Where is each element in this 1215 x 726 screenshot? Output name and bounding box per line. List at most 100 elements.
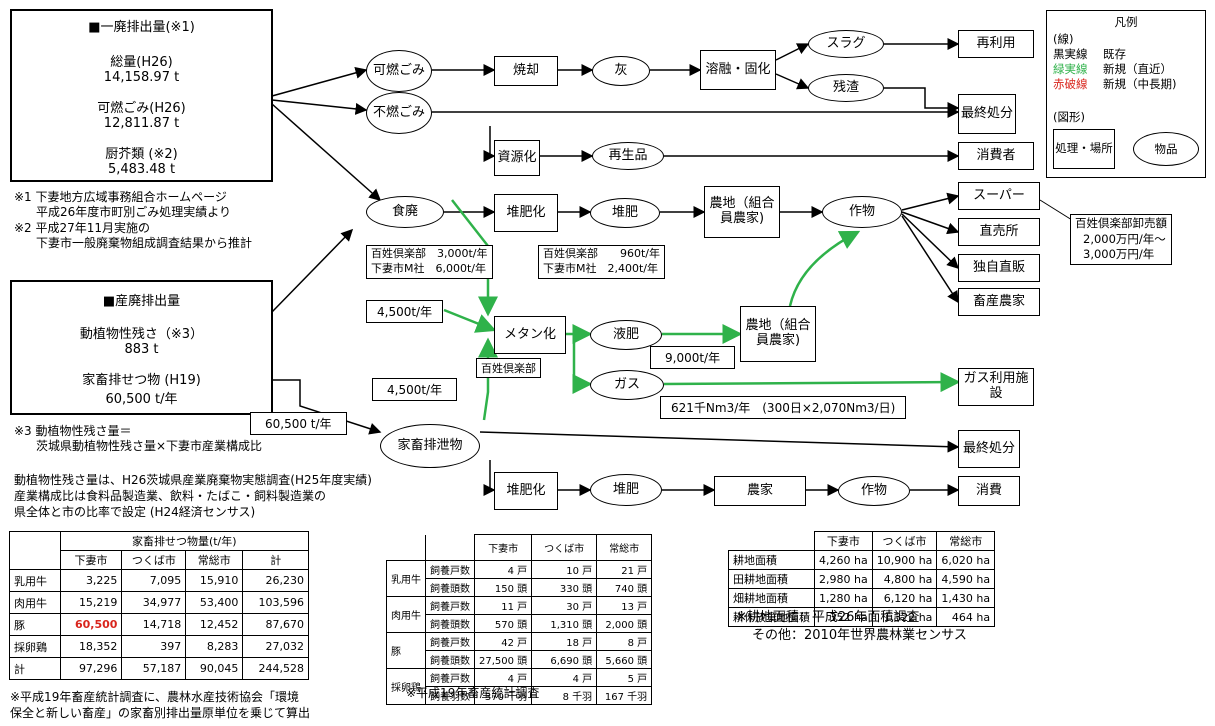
cell: 11 戸 bbox=[473, 596, 533, 615]
kitchen-waste-value: 5,483.48 t bbox=[107, 162, 176, 177]
combustible-value: 12,811.87 t bbox=[103, 116, 180, 131]
flow-9000: 9,000t/年 bbox=[650, 346, 736, 369]
node-crops-1: 作物 bbox=[822, 196, 902, 228]
livestock-col: 常総市 bbox=[596, 534, 653, 561]
node-ash: 灰 bbox=[592, 56, 650, 86]
plant-residue-value: 883 t bbox=[124, 342, 159, 357]
compost-a: 百姓倶楽部 960t/年 bbox=[543, 247, 661, 260]
sales-note: 百姓倶楽部卸売額 2,000万円/年～ 3,000万円/年 bbox=[1070, 214, 1172, 265]
node-combustible: 可燃ごみ bbox=[366, 50, 432, 92]
legend-red-key: 赤破線 bbox=[1053, 77, 1088, 91]
livestock-col: 下妻市 bbox=[473, 534, 533, 561]
manure-col: つくば市 bbox=[121, 550, 187, 570]
node-supermarket: スーパー bbox=[958, 182, 1040, 210]
cell: 330 頭 bbox=[531, 578, 598, 597]
cell: 8 千羽 bbox=[531, 686, 598, 705]
food-waste-b: 下妻市M社 6,000t/年 bbox=[371, 261, 487, 275]
item: 飼養羽数 bbox=[425, 686, 475, 705]
cell: 1,310 頭 bbox=[531, 614, 598, 633]
item: 飼養頭数 bbox=[425, 614, 475, 633]
highlight-cell: 60,500 bbox=[59, 613, 123, 636]
manure-label: 家畜排せつ物 (H19) bbox=[82, 373, 201, 388]
node-residue: 残渣 bbox=[808, 74, 884, 102]
cell: 12,452 bbox=[185, 613, 244, 636]
livestock-col: つくば市 bbox=[531, 534, 598, 561]
cell: 26,230 bbox=[242, 569, 309, 592]
item: 飼養戸数 bbox=[425, 668, 475, 687]
cell: 27,032 bbox=[242, 635, 309, 658]
flow-60500: 60,500 t/年 bbox=[250, 412, 347, 435]
note-t3b: その他：2010年世界農林業センサス bbox=[752, 628, 967, 643]
note-t1b: 保全と新しい畜産」の家畜別排出量原単位を乗じて算出 bbox=[10, 706, 311, 720]
cell: 570 頭 bbox=[473, 614, 533, 633]
cell: 15,219 bbox=[59, 591, 123, 614]
legend-green-key: 緑実線 bbox=[1053, 62, 1088, 76]
row-name: 耕作放棄地面積 bbox=[728, 607, 815, 627]
node-consumer: 消費者 bbox=[958, 142, 1034, 170]
legend-lines-head: (線) bbox=[1053, 32, 1074, 46]
node-compost-2: 堆肥 bbox=[590, 474, 662, 506]
cell: 8 戸 bbox=[596, 632, 653, 651]
cell: 2,000 頭 bbox=[596, 614, 653, 633]
cell: 97,296 bbox=[59, 657, 123, 680]
node-gas-facility: ガス利用施設 bbox=[958, 368, 1034, 406]
cell: 4,260 ha bbox=[814, 550, 873, 570]
item: 飼養戸数 bbox=[425, 632, 475, 651]
note-p1: 動植物性残さ量は、H26茨城県産業廃棄物実態調査(H25年度実績) bbox=[14, 473, 372, 487]
note-3a: ※3 動植物性残さ量＝ bbox=[14, 424, 132, 438]
cell: 1,280 ha bbox=[814, 588, 873, 608]
cell: 7,095 bbox=[121, 569, 187, 592]
flow-4500-a: 4,500t/年 bbox=[366, 300, 444, 323]
cell: 30 戸 bbox=[531, 596, 598, 615]
cell: 3,225 bbox=[59, 569, 123, 592]
manure-col: 常総市 bbox=[185, 550, 244, 570]
legend-green-val: 新規（直近） bbox=[1103, 62, 1172, 76]
node-direct-sales: 独自直販 bbox=[958, 254, 1040, 282]
node-reuse: 再利用 bbox=[958, 30, 1034, 58]
cell: 5 戸 bbox=[596, 668, 653, 687]
node-gas: ガス bbox=[590, 370, 664, 400]
item: 飼養頭数 bbox=[425, 578, 475, 597]
legend-black-val: 既存 bbox=[1103, 47, 1126, 61]
node-melting: 溶融・固化 bbox=[700, 50, 776, 90]
cell: 6,020 ha bbox=[936, 550, 996, 570]
general-total-value: 14,158.97 t bbox=[103, 70, 180, 85]
gas-flow: 621千Nm3/年 (300日×2,070Nm3/日) bbox=[660, 396, 907, 419]
legend-ellipse: 物品 bbox=[1133, 132, 1199, 166]
general-total-label: 総量(H26) bbox=[110, 55, 173, 70]
note-3b: 茨城県動植物性残さ量×下妻市産業構成比 bbox=[36, 439, 263, 453]
cell: 21 戸 bbox=[596, 560, 653, 579]
node-farm-stand: 直売所 bbox=[958, 218, 1040, 246]
legend-black-key: 黒実線 bbox=[1053, 47, 1088, 61]
row-name: 耕地面積 bbox=[728, 550, 815, 570]
cell: 370 千羽 bbox=[473, 686, 533, 705]
legend-rect: 処理・場所 bbox=[1053, 129, 1115, 169]
cell: 15,910 bbox=[185, 569, 244, 592]
general-waste-title: ■一廃排出量(※1) bbox=[88, 20, 195, 35]
note-1a: ※1 下妻地方広域事務組合ホームページ bbox=[14, 190, 227, 204]
manure-corner bbox=[9, 531, 61, 570]
note-p2: 産業構成比は食料品製造業、飲料・たばこ・飼料製造業の bbox=[14, 489, 327, 503]
flow-4500-b: 4,500t/年 bbox=[372, 378, 458, 401]
cell: 167 千羽 bbox=[596, 686, 653, 705]
food-waste-amounts: 百姓倶楽部 3,000t/年 下妻市M社 6,000t/年 bbox=[366, 245, 493, 279]
cell: 34,977 bbox=[121, 591, 187, 614]
cell: 4 戸 bbox=[473, 668, 533, 687]
note-p3: 県全体と市の比率で設定 (H24経済センサス) bbox=[14, 505, 256, 519]
cell: 4,800 ha bbox=[871, 569, 938, 589]
cell: 53,400 bbox=[185, 591, 244, 614]
general-waste-box: ■一廃排出量(※1) 総量(H26) 14,158.97 t 可燃ごみ(H26)… bbox=[10, 9, 273, 182]
kitchen-waste-label: 厨芥類 (※2) bbox=[105, 147, 178, 162]
legend-red-val: 新規（中長期) bbox=[1103, 77, 1177, 91]
cell: 42 戸 bbox=[473, 632, 533, 651]
land-col: つくば市 bbox=[871, 531, 938, 551]
